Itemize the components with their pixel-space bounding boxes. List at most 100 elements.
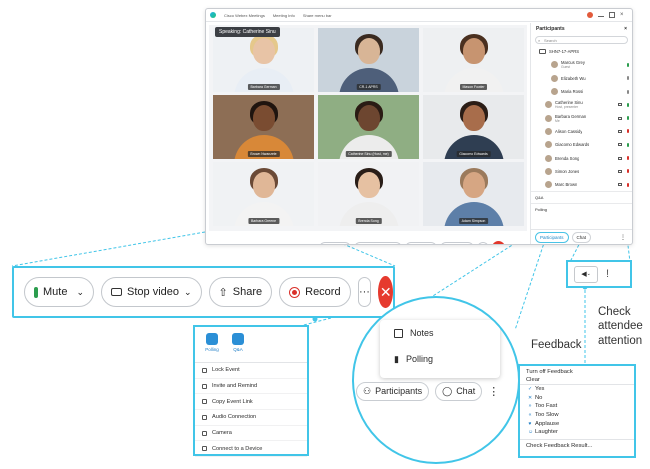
panel-title: Participants: [536, 26, 565, 32]
notification-icon[interactable]: [587, 12, 593, 18]
video-tile[interactable]: CR-1 APRS: [318, 28, 419, 92]
share-button-large[interactable]: ⇧ Share: [208, 277, 273, 307]
participant-row[interactable]: Giacomo Edwards: [531, 138, 632, 151]
more-options-button-large[interactable]: ···: [357, 277, 372, 307]
video-icon: [618, 116, 622, 120]
video-tile[interactable]: Barbara Greene: [213, 162, 314, 226]
feedback-option[interactable]: ☺Laughter: [520, 428, 634, 437]
polling-section[interactable]: Polling: [531, 203, 632, 215]
participants-panel: Participants × ⌕ Search SHN7-17-APRS Mar…: [530, 23, 632, 244]
close-panel-icon[interactable]: ×: [624, 26, 627, 32]
participant-row[interactable]: Alison Cassidy: [531, 125, 632, 138]
menu-item-camera[interactable]: Camera: [195, 426, 307, 442]
tab-chat-large[interactable]: ◯ Chat: [435, 381, 483, 401]
minimize-icon[interactable]: [598, 13, 604, 17]
stop-video-label: Stop video: [127, 286, 179, 298]
turn-off-feedback-item[interactable]: Turn off Feedback: [526, 369, 573, 375]
video-tile[interactable]: Catherine Sinu (Host, me): [318, 95, 419, 159]
menu-quick-tiles: Polling Q&A: [195, 327, 307, 363]
people-icon: ⚇: [363, 385, 372, 396]
more-options-button[interactable]: ···: [477, 241, 490, 244]
polling-tile[interactable]: Polling: [203, 333, 221, 362]
panel-more-icon[interactable]: ⋮: [488, 385, 500, 398]
avatar: [545, 141, 552, 149]
chevron-down-icon[interactable]: ⌄: [184, 286, 192, 297]
panel-more-icon[interactable]: ⋮: [620, 235, 626, 241]
maximize-icon[interactable]: [609, 12, 615, 18]
notes-menu-item[interactable]: Notes: [380, 320, 500, 346]
tab-participants-large[interactable]: ⚇ Participants: [356, 381, 430, 401]
attention-icon[interactable]: !: [606, 268, 610, 280]
record-button[interactable]: Record: [440, 241, 475, 244]
mute-button[interactable]: Mute ⌄: [319, 241, 352, 244]
feedback-callout: ◀ ⌄ !: [566, 260, 632, 288]
qa-tile[interactable]: Q&A: [229, 333, 247, 362]
chevron-down-icon: ⌄: [586, 271, 591, 277]
share-menu-link[interactable]: Share menu bar: [302, 12, 332, 18]
menu-item-link[interactable]: Copy Event Link: [195, 394, 307, 411]
panel-header: Participants ×: [531, 23, 632, 35]
video-tile[interactable]: Adam Simpson: [423, 162, 524, 226]
participant-row[interactable]: Simon Jones: [531, 165, 632, 178]
polling-tile-label: Polling: [205, 347, 219, 352]
tab-participants[interactable]: Participants: [535, 232, 569, 243]
menu-item-invite[interactable]: Invite and Remind: [195, 379, 307, 395]
video-tile[interactable]: Brenda Song: [318, 162, 419, 226]
chat-icon: ◯: [442, 385, 453, 396]
panel-tabs: Participants Chat ⋮: [531, 229, 632, 244]
video-icon: [618, 169, 622, 173]
stop-video-button-large[interactable]: Stop video ⌄: [101, 277, 202, 307]
share-label: Share: [232, 286, 263, 298]
feedback-option[interactable]: ✓Yes: [520, 385, 634, 394]
polling-icon: [206, 333, 218, 345]
menu-item-device[interactable]: Connect to a Device: [195, 441, 307, 458]
device-row[interactable]: SHN7-17-APRS: [531, 45, 632, 58]
participant-row[interactable]: Maria Rossi: [531, 85, 632, 98]
avatar: [545, 101, 552, 109]
microphone-icon: [627, 76, 629, 81]
video-tile[interactable]: Brown Nwanzele: [213, 95, 314, 159]
menu-item-audio[interactable]: Audio Connection: [195, 410, 307, 426]
check-feedback-result-item[interactable]: Check Feedback Result...: [526, 443, 593, 450]
polling-menu-item[interactable]: ▮ Polling: [380, 346, 500, 372]
participant-name: Maria Rossi: [561, 89, 584, 95]
feedback-option[interactable]: ♥Applause: [520, 420, 634, 429]
participant-name-tag: Barbara Greene: [247, 218, 280, 224]
participant-search-input[interactable]: ⌕ Search: [535, 36, 628, 44]
meeting-info-link[interactable]: Meeting Info: [272, 12, 295, 18]
feedback-option[interactable]: «Too Slow: [520, 411, 634, 420]
end-meeting-button[interactable]: ✕: [492, 241, 506, 244]
feedback-option[interactable]: »Too Fast: [520, 402, 634, 411]
stop-video-button[interactable]: Stop video ⌄: [354, 241, 403, 244]
mute-button-large[interactable]: Mute ⌄: [24, 277, 95, 307]
menu-item-lock[interactable]: Lock Event: [195, 363, 307, 379]
panel-tabs-large: ⚇ Participants ◯ Chat ⋮: [356, 380, 516, 402]
participant-row[interactable]: Marc Brown: [531, 178, 632, 191]
chevron-down-icon[interactable]: ⌄: [76, 286, 85, 297]
share-button[interactable]: ⇧ Share: [405, 241, 438, 246]
record-button-large[interactable]: Record: [279, 277, 351, 307]
participant-row[interactable]: Brenda Song: [531, 151, 632, 164]
end-meeting-button-large[interactable]: ✕: [378, 276, 393, 308]
share-label: Share: [418, 245, 431, 246]
person-face: [357, 172, 380, 198]
qa-section[interactable]: Q&A: [531, 191, 632, 203]
video-tile[interactable]: Barbara German: [213, 28, 314, 92]
person-face: [357, 105, 380, 131]
tab-chat[interactable]: Chat: [571, 232, 592, 243]
avatar: [551, 74, 558, 82]
feedback-option-label: Too Fast: [535, 403, 558, 410]
participant-role: Host, presenter: [555, 105, 579, 110]
video-tile[interactable]: Giacomo Edwards: [423, 95, 524, 159]
participant-row[interactable]: Elizabeth Wu: [531, 72, 632, 85]
clear-feedback-item[interactable]: Clear: [526, 377, 540, 383]
microphone-icon: [627, 156, 629, 161]
feedback-button[interactable]: ◀ ⌄: [574, 265, 598, 283]
close-icon[interactable]: ×: [620, 12, 624, 18]
video-tile[interactable]: Mason Fowler: [423, 28, 524, 92]
feedback-option[interactable]: ✕No: [520, 394, 634, 403]
